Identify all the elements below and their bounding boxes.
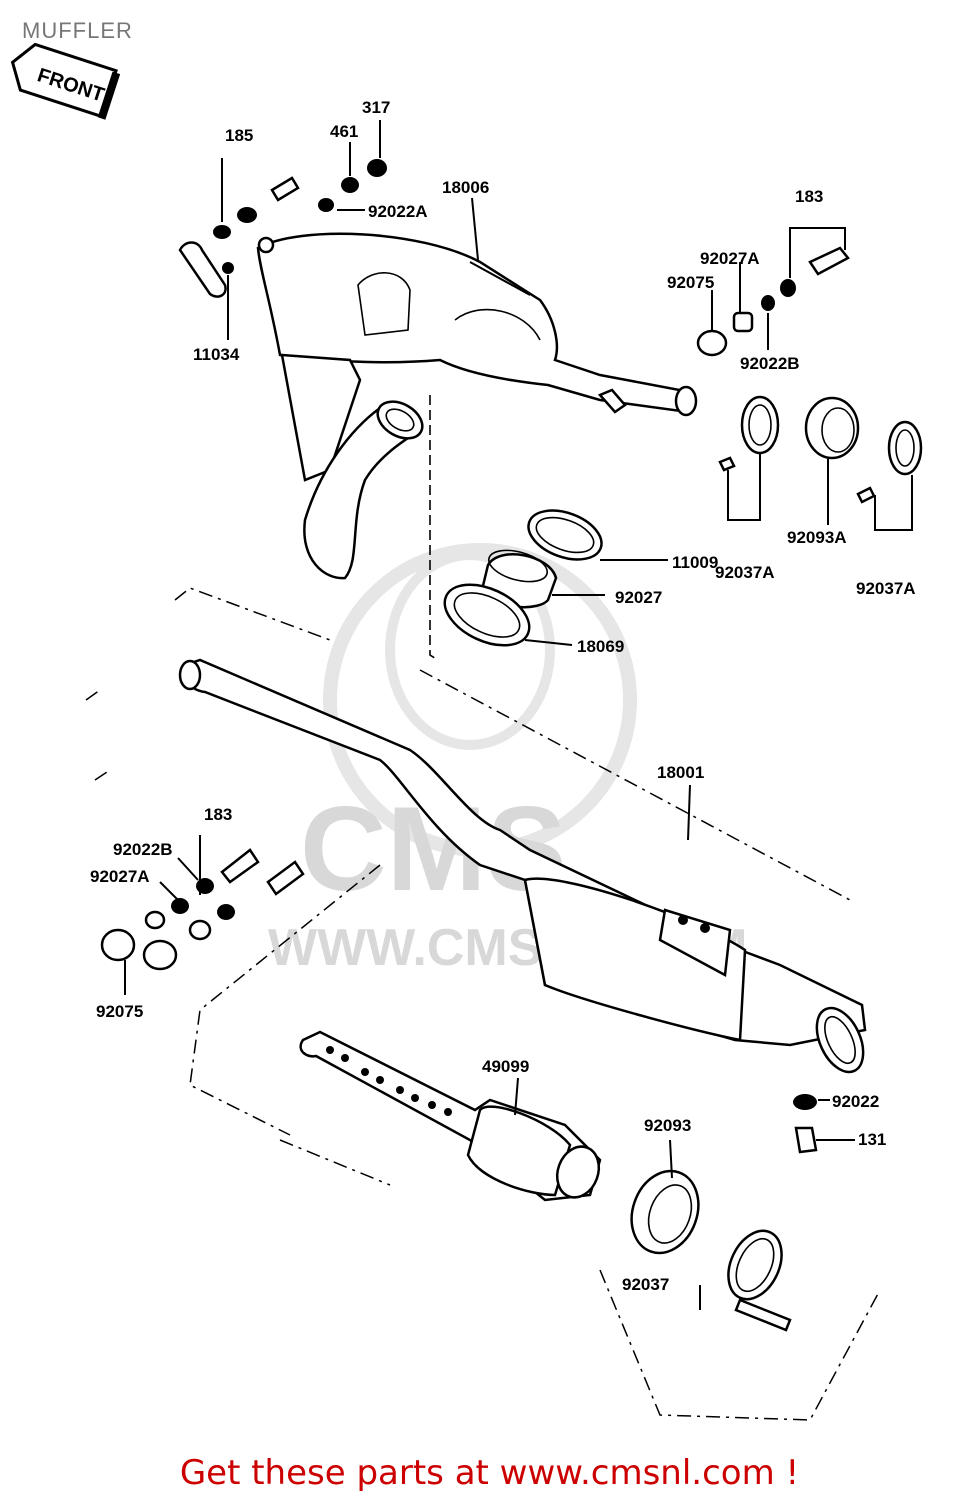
label-92022B-left: 92022B [113,840,173,859]
label-18001: 18001 [657,763,704,782]
diagram-title: MUFFLER [22,18,133,43]
label-183-left: 183 [204,805,232,824]
label-183-top: 183 [795,187,823,206]
label-11009: 11009 [672,553,718,572]
label-92037: 92037 [622,1275,669,1294]
label-92093A: 92093A [787,528,847,547]
footer-link[interactable]: Get these parts at www.cmsnl.com ! [179,1453,800,1493]
label-461: 461 [330,122,358,141]
label-92022A: 92022A [368,202,428,221]
label-92037A-left: 92037A [715,563,775,582]
label-18006: 18006 [442,178,489,197]
tail-hardware [630,1094,818,1332]
part-labels: 317 461 185 18006 92022A 11034 183 92027… [90,98,916,1294]
label-92075-top: 92075 [667,273,714,292]
front-arrow-tag: FRONT [10,42,121,120]
label-92027A-top: 92027A [700,249,760,268]
leader-lines [124,120,913,1310]
label-11034: 11034 [193,345,240,364]
label-317: 317 [362,98,390,117]
assembly-boundary-lines [85,395,881,1421]
expansion-chamber [256,232,698,580]
label-92027A-left: 92027A [90,867,150,886]
footer-banner: Get these parts at www.cmsnl.com ! [0,1453,979,1493]
label-92093: 92093 [644,1116,691,1135]
label-92027: 92027 [615,588,662,607]
silencer-insert [299,1030,602,1202]
label-131: 131 [858,1130,886,1149]
top-right-hardware [696,246,923,504]
left-hardware [100,848,305,971]
label-185: 185 [225,126,253,145]
label-92022: 92022 [832,1092,879,1111]
label-92037A-right: 92037A [856,579,916,598]
gasket-rings [443,509,603,647]
label-92022B-top: 92022B [740,354,800,373]
mount-bracket [178,159,387,298]
label-49099: 49099 [482,1057,529,1076]
label-18069: 18069 [577,637,624,656]
muffler-body [178,658,867,1074]
label-92075-left: 92075 [96,1002,143,1021]
